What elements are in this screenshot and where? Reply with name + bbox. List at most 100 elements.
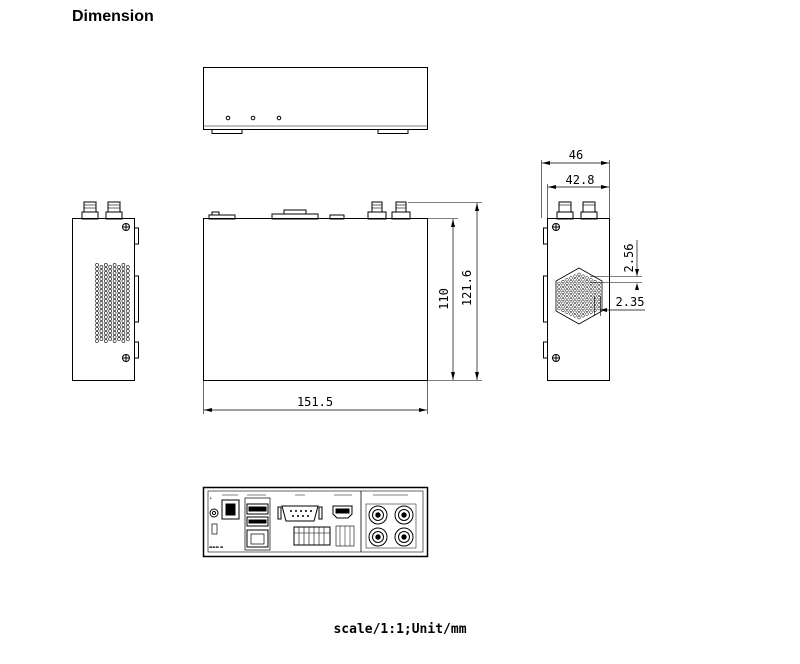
vent-hole	[577, 283, 581, 287]
vent-hole	[117, 281, 121, 285]
vent-hole	[561, 305, 565, 309]
vent-hole	[117, 285, 121, 289]
vent-hole	[112, 271, 117, 275]
vent-hole	[585, 276, 589, 280]
vent-hole	[99, 301, 104, 305]
vent-hole	[104, 283, 108, 287]
vent-hole	[593, 279, 597, 284]
vent-hole	[573, 281, 577, 286]
vent-hole	[585, 308, 589, 313]
vent-hole	[117, 269, 121, 273]
vent-hole	[99, 285, 104, 289]
vent-hole	[593, 308, 597, 313]
vent-hole	[581, 306, 585, 311]
vent-hole	[117, 313, 121, 317]
svg-text:▬▬▬ ▬: ▬▬▬ ▬	[209, 545, 223, 549]
dim-body-depth-label: 42.8	[566, 173, 595, 187]
vent-hole	[557, 288, 561, 293]
vent-hole	[108, 289, 112, 293]
vent-hole	[126, 313, 130, 317]
vent-hole	[117, 273, 121, 277]
vent-hole	[121, 279, 126, 283]
vent-hole	[121, 271, 126, 275]
vent-hole	[99, 273, 104, 277]
vent-hole	[99, 337, 104, 341]
vent-hole	[117, 297, 121, 301]
vent-hole	[121, 299, 126, 303]
left-side-view	[72, 201, 139, 381]
vent-hole	[557, 285, 561, 289]
vent-hole	[95, 263, 99, 267]
vent-hole	[104, 271, 108, 275]
vent-hole	[557, 281, 561, 286]
vent-hole	[121, 319, 126, 323]
vent-hole	[569, 287, 573, 291]
vent-hole	[121, 275, 126, 279]
vent-hole	[104, 279, 108, 283]
vent-hole	[557, 292, 561, 296]
vent-hole	[99, 325, 104, 329]
vent-hole	[585, 287, 589, 291]
vent-hole	[108, 265, 112, 269]
vent-hole	[597, 306, 601, 311]
vent-hole	[112, 319, 117, 323]
vent-hole	[569, 279, 573, 284]
vent-hole	[104, 331, 108, 335]
dim-vent-pitch-v-label: 2.56	[622, 244, 636, 273]
top-view	[203, 67, 428, 134]
vent-hole	[589, 296, 593, 300]
vent-hole	[581, 274, 585, 278]
vent-hole	[99, 297, 104, 301]
vent-hole	[565, 299, 569, 304]
svg-text:⏚: ⏚	[209, 495, 213, 500]
vent-hole	[126, 309, 130, 313]
vent-hole	[121, 339, 126, 343]
vent-hole	[112, 323, 117, 327]
vent-hole	[126, 293, 130, 297]
vent-hole	[573, 288, 577, 293]
vent-hole	[95, 271, 99, 275]
vent-hole	[565, 285, 569, 289]
vent-hole	[104, 339, 108, 343]
vent-hole	[95, 331, 99, 335]
vent-hole	[573, 299, 577, 304]
vent-hole	[561, 294, 565, 298]
vent-hole	[573, 303, 577, 307]
vent-hole	[117, 317, 121, 321]
vent-hole	[117, 329, 121, 333]
vent-hole	[561, 290, 565, 295]
vent-hole	[593, 297, 597, 302]
dim-total-height-label: 121.6	[460, 270, 474, 306]
vent-hole	[95, 279, 99, 283]
vent-hole	[565, 296, 569, 300]
vent-hole	[95, 307, 99, 311]
vent-hole	[569, 301, 573, 305]
vent-hole	[121, 303, 126, 307]
vent-hole	[108, 293, 112, 297]
vent-hole	[108, 281, 112, 285]
vent-hole	[126, 297, 130, 301]
vent-hole	[581, 281, 585, 286]
vent-hole	[577, 315, 581, 320]
dim-width-label: 151.5	[297, 395, 333, 409]
vent-grid-left	[95, 263, 130, 343]
vent-hole	[121, 315, 126, 319]
vent-hole	[589, 299, 593, 304]
vent-hole	[99, 293, 104, 297]
dim-body-height-label: 110	[437, 288, 451, 310]
vent-hole	[117, 289, 121, 293]
vent-hole	[573, 296, 577, 300]
vent-hole	[99, 277, 104, 281]
vent-hole	[112, 335, 117, 339]
vent-hole	[95, 303, 99, 307]
vent-hole	[585, 301, 589, 305]
vent-hole	[104, 315, 108, 319]
vent-hole	[577, 279, 581, 284]
vent-hole	[117, 293, 121, 297]
vent-hole	[108, 273, 112, 277]
vent-hole	[577, 276, 581, 280]
vent-hole	[569, 312, 573, 316]
vent-hole	[99, 313, 104, 317]
vent-hole	[561, 297, 565, 302]
